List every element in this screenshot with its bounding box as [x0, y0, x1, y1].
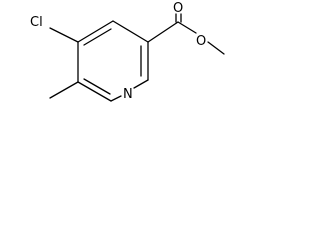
bond-carbonyl-ester-o	[177, 21, 197, 34]
bond-n1-c2	[133, 79, 149, 89]
ester-oxygen-label: O	[196, 34, 206, 49]
bond-c3-c4-inner	[83, 28, 112, 46]
bond-ester-o-methyl	[207, 41, 225, 55]
bond-c5-methyl	[49, 81, 79, 99]
pyridine-ring	[77, 20, 149, 102]
carbonyl-oxygen-label: O	[173, 1, 183, 16]
substituent-bonds	[49, 13, 225, 99]
bond-c3-c2-top	[112, 20, 149, 43]
chlorine-label: Cl	[30, 15, 43, 30]
bond-c5-c6	[77, 81, 112, 102]
bond-c4-cl	[49, 27, 79, 43]
chemical-structure: Cl N O O	[30, 1, 225, 102]
bond-c3-c4	[77, 20, 114, 43]
bond-c5-c6-inner	[83, 78, 111, 95]
bond-c6-n1	[110, 95, 122, 102]
nitrogen-label: N	[123, 87, 133, 102]
bond-c2-carbonyl	[147, 21, 179, 43]
